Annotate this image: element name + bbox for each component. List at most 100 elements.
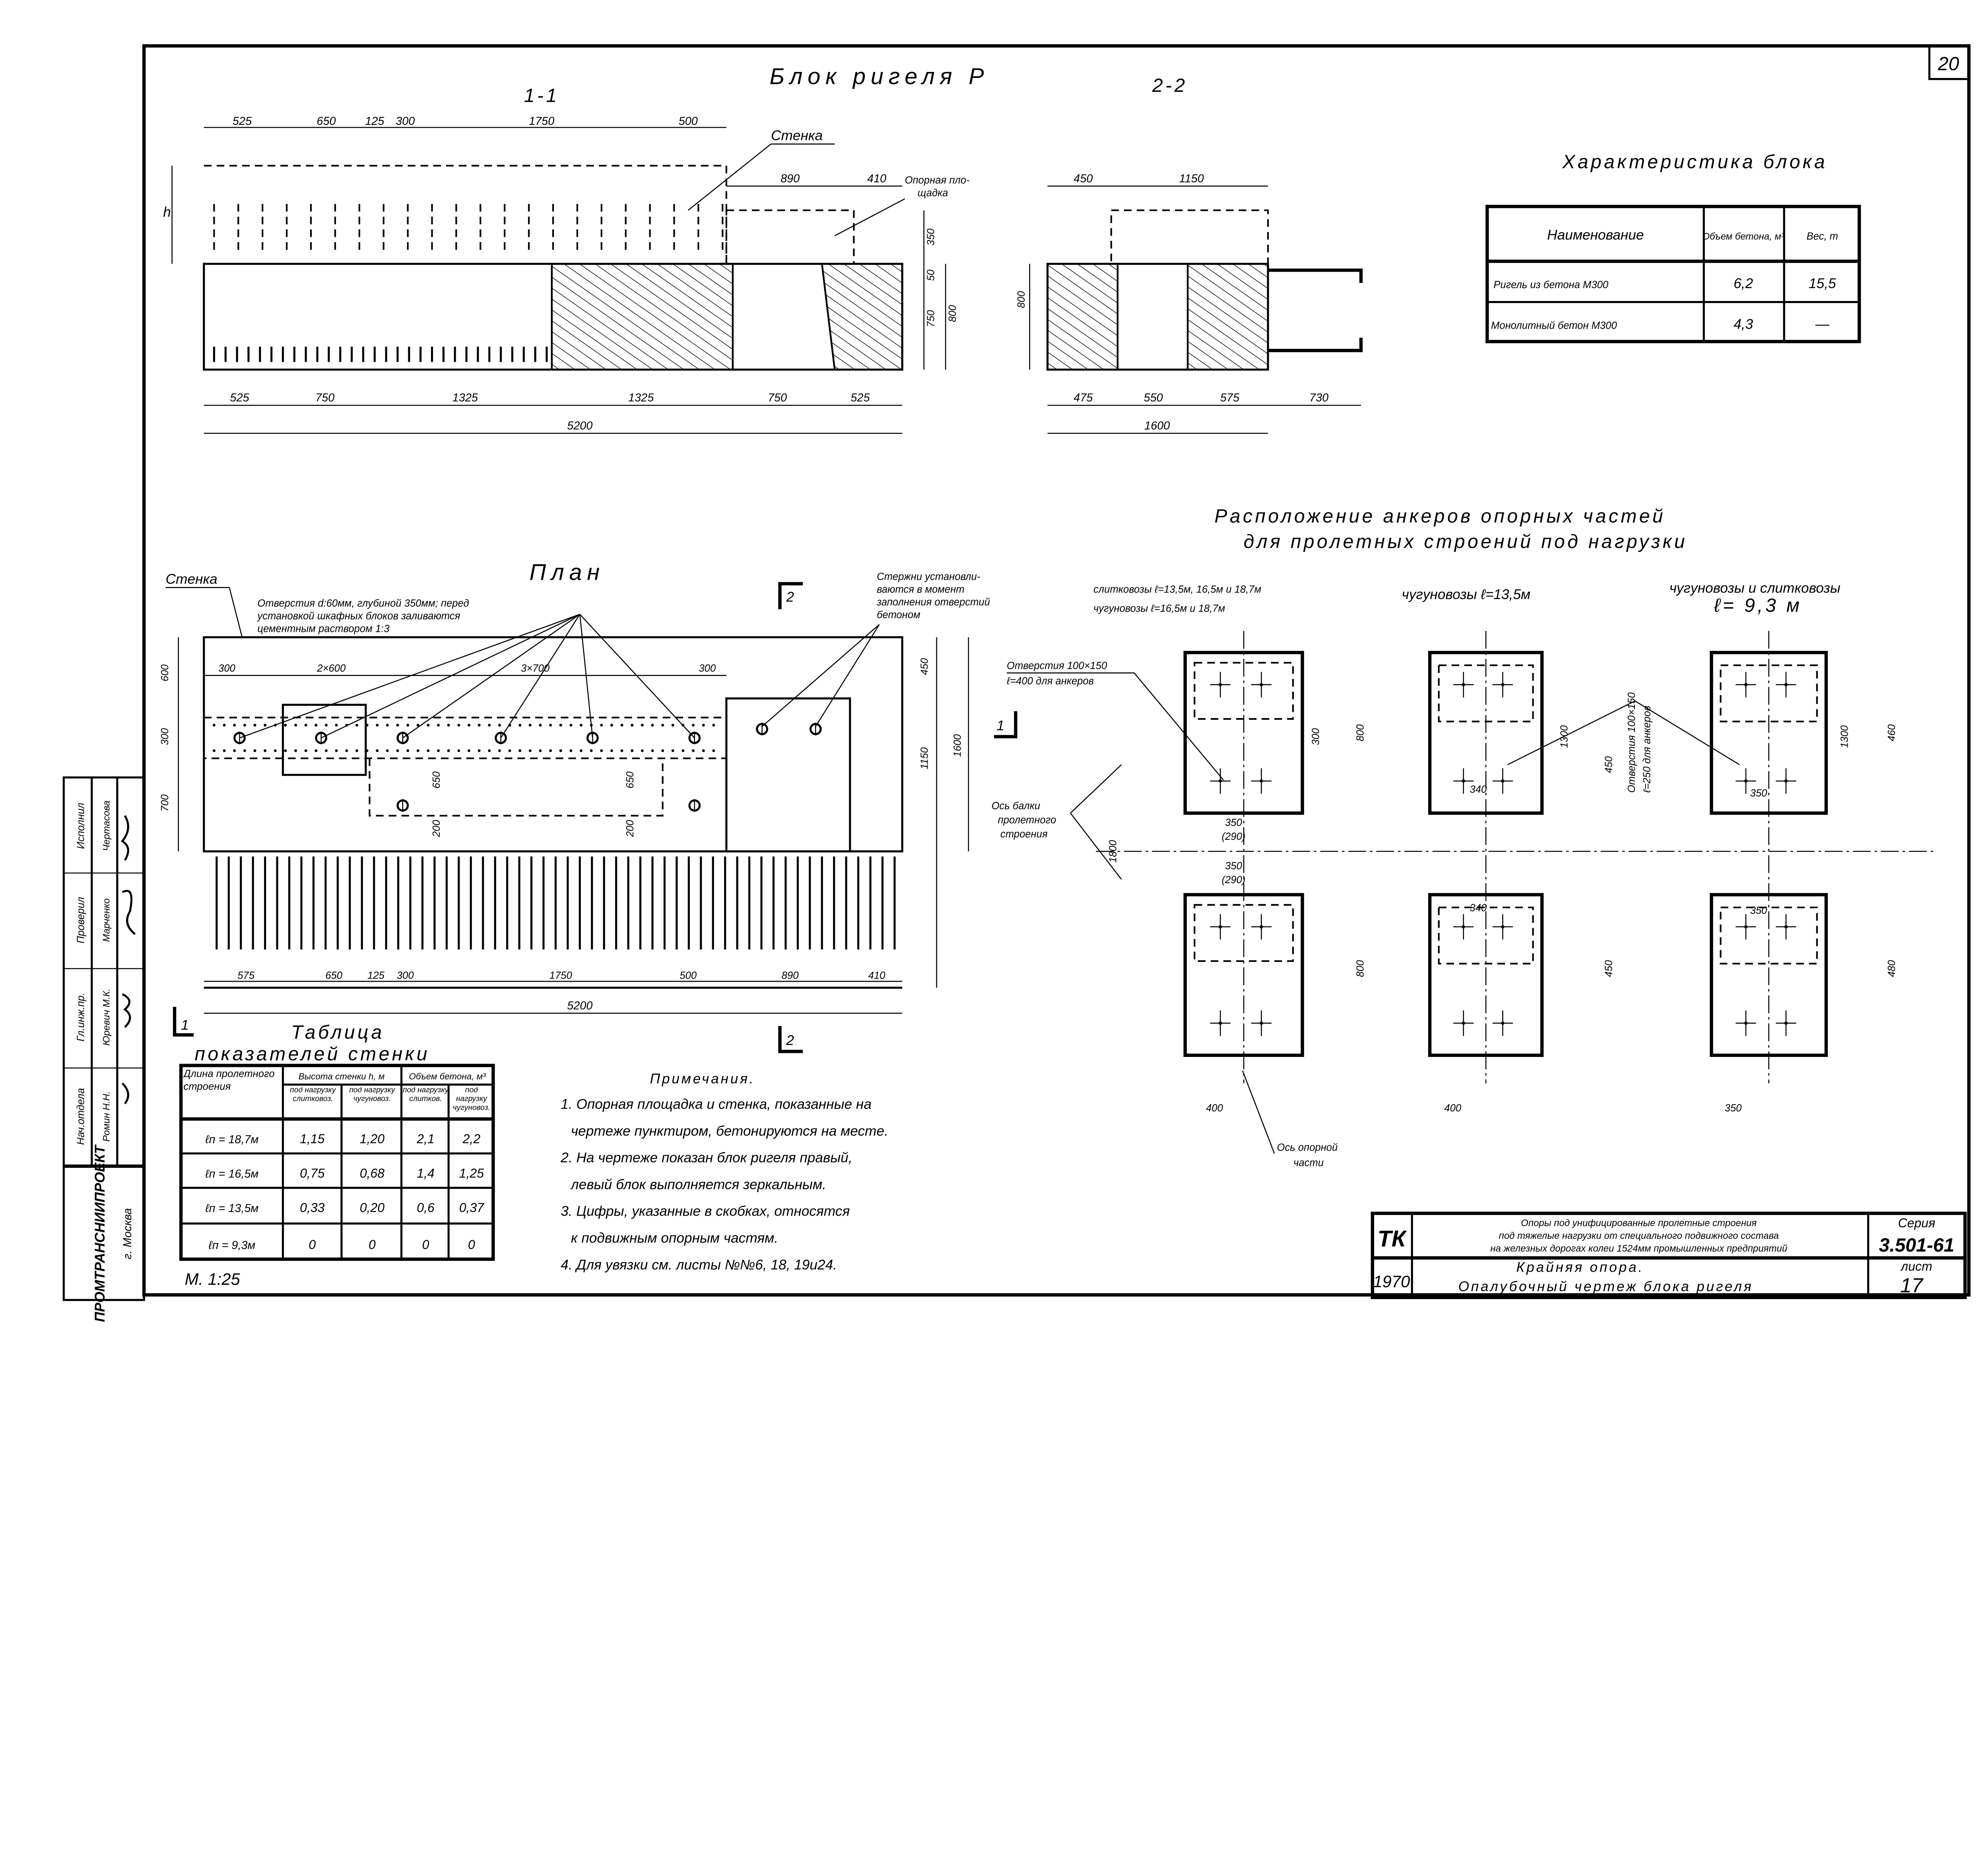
dim: 350	[1725, 1103, 1742, 1114]
rebar-dot	[294, 724, 297, 727]
callout-wall: Стенка	[771, 128, 823, 144]
holes-note: установкой шкафных блоков заливаются	[256, 611, 460, 622]
table-cell: 0,75	[300, 1166, 325, 1181]
rebar-dot	[233, 749, 236, 752]
rebar-dots	[212, 724, 715, 752]
dim: 340	[1470, 903, 1487, 914]
callout-pad-1: Опорная пло-	[905, 175, 970, 186]
column-header: чугуновозы и слитковозы	[1670, 580, 1840, 596]
column-header: чугуновозы ℓ=13,5м	[1402, 587, 1531, 602]
anchor-point	[1501, 779, 1505, 783]
rebar-dot	[335, 749, 338, 752]
rebar-dot	[518, 749, 522, 752]
project-line: на железных дорогах колеи 1524мм промышл…	[1490, 1243, 1787, 1254]
dim: 400	[1444, 1103, 1462, 1114]
stamp-name: Ромин Н.Н.	[101, 1091, 112, 1142]
holes-note: цементным раствором 1:3	[257, 624, 390, 635]
table-cell: 0,37	[459, 1200, 485, 1215]
rebar-dot	[274, 749, 277, 752]
anchor-pad-outline	[1194, 662, 1294, 720]
anchor-plate	[1428, 893, 1544, 1057]
dim: (290)	[1222, 831, 1246, 842]
hatched-end	[821, 263, 903, 371]
section-mark: 1	[996, 718, 1004, 734]
rebar-dot	[355, 724, 358, 727]
sub-header: под нагрузку чугуновоз.	[452, 1087, 491, 1113]
dim-overall: 1600	[1144, 420, 1170, 432]
callout: Отверстия 100×150	[1007, 660, 1107, 672]
dim: 1300	[1839, 725, 1850, 748]
header-cell: Длина пролетного строения	[183, 1068, 275, 1092]
wall-table-title: Таблица	[291, 1022, 384, 1043]
rebar-dot	[610, 749, 613, 752]
scale-label: М. 1:25	[185, 1270, 241, 1288]
page-number-box	[1928, 45, 1970, 80]
series-label: Серия	[1898, 1216, 1936, 1230]
anchor-point	[1219, 925, 1222, 928]
table-cell: 0	[309, 1237, 316, 1252]
anchor-point	[1462, 683, 1465, 686]
rebar-dot	[671, 724, 674, 727]
rebar-dot	[539, 749, 542, 752]
rebar-dot	[692, 749, 695, 752]
holes-note: Отверстия d:60мм, глубиной 350мм; перед	[257, 598, 469, 609]
dim: 1150	[1179, 172, 1204, 185]
dim: 300	[159, 728, 171, 745]
series: 3.501-61	[1879, 1234, 1955, 1256]
rebar-dot	[681, 749, 685, 752]
leader-line	[239, 614, 580, 738]
stamp-city: г. Москва	[121, 1208, 134, 1259]
stamp-role: Нач.отдела	[76, 1088, 87, 1145]
table-cell: ℓп = 16,5м	[205, 1168, 258, 1181]
callout-pad-2: щадка	[918, 188, 948, 199]
section-1-1-label: 1-1	[524, 85, 559, 106]
dim: 50	[925, 269, 936, 281]
rebar-dot	[345, 749, 348, 752]
plan-title: План	[530, 559, 605, 585]
sheet-frame	[142, 44, 1971, 1297]
dim: 1600	[952, 734, 963, 757]
characteristics-title: Характеристика блока	[1562, 151, 1827, 173]
anchor-point	[1260, 1021, 1263, 1025]
table-cell: 0,33	[300, 1200, 325, 1215]
anchor-layout: Расположение анкеров опорных частей для …	[992, 505, 1937, 1169]
table-cell: 0,20	[360, 1200, 385, 1215]
rebar-dot	[528, 724, 532, 727]
header-cell: Объем бетона, м³	[409, 1072, 486, 1082]
project-line: Опоры под унифицированные пролетные стро…	[1521, 1218, 1757, 1228]
height-symbol: h	[163, 204, 171, 220]
note-line: 3. Цифры, указанные в скобках, относятся	[561, 1204, 850, 1219]
section-1-1: 1-1 525 650 125 300 1750 500 890 410 h 3…	[163, 85, 970, 434]
page-number: 20	[1938, 53, 1959, 74]
header-cell: Высота стенки h, м	[299, 1072, 385, 1082]
sub-header: под нагрузку слитковоз.	[290, 1087, 336, 1104]
table-cell: ℓп = 18,7м	[205, 1133, 258, 1146]
dims-top: 525 650 125 300 1750 500 890 410	[204, 115, 903, 187]
callout: ℓ=250 для анкеров	[1642, 705, 1653, 793]
anchor-point	[1260, 683, 1263, 686]
dim: 300	[397, 970, 414, 981]
dim: 125	[367, 970, 385, 981]
rebar-dot	[264, 724, 267, 727]
rebar-dot	[386, 724, 389, 727]
table-cell: Ригель из бетона М300	[1493, 279, 1608, 290]
leader-line	[402, 614, 580, 738]
rebar-dot	[518, 724, 522, 727]
dim: 125	[365, 115, 384, 128]
rebar-dot	[549, 749, 552, 752]
anchor-point	[1744, 1021, 1748, 1025]
support-pad	[725, 209, 855, 265]
rebar-dot	[488, 724, 491, 727]
leader-line	[500, 614, 580, 738]
table-cell: 0,6	[417, 1200, 435, 1215]
rebar-dot	[396, 724, 399, 727]
rebar-dot	[324, 749, 328, 752]
project-line: под тяжелые нагрузки от специального под…	[1499, 1230, 1779, 1241]
dim: 400	[1206, 1103, 1223, 1114]
anchor-plate	[1710, 893, 1828, 1057]
rebar-dot	[253, 724, 256, 727]
callout: Ось опорной	[1277, 1142, 1338, 1153]
rebar-dot	[712, 724, 715, 727]
hatched-zone	[1186, 263, 1269, 371]
column-header: чугуновозы ℓ=16,5м и 18,7м	[1093, 603, 1225, 614]
